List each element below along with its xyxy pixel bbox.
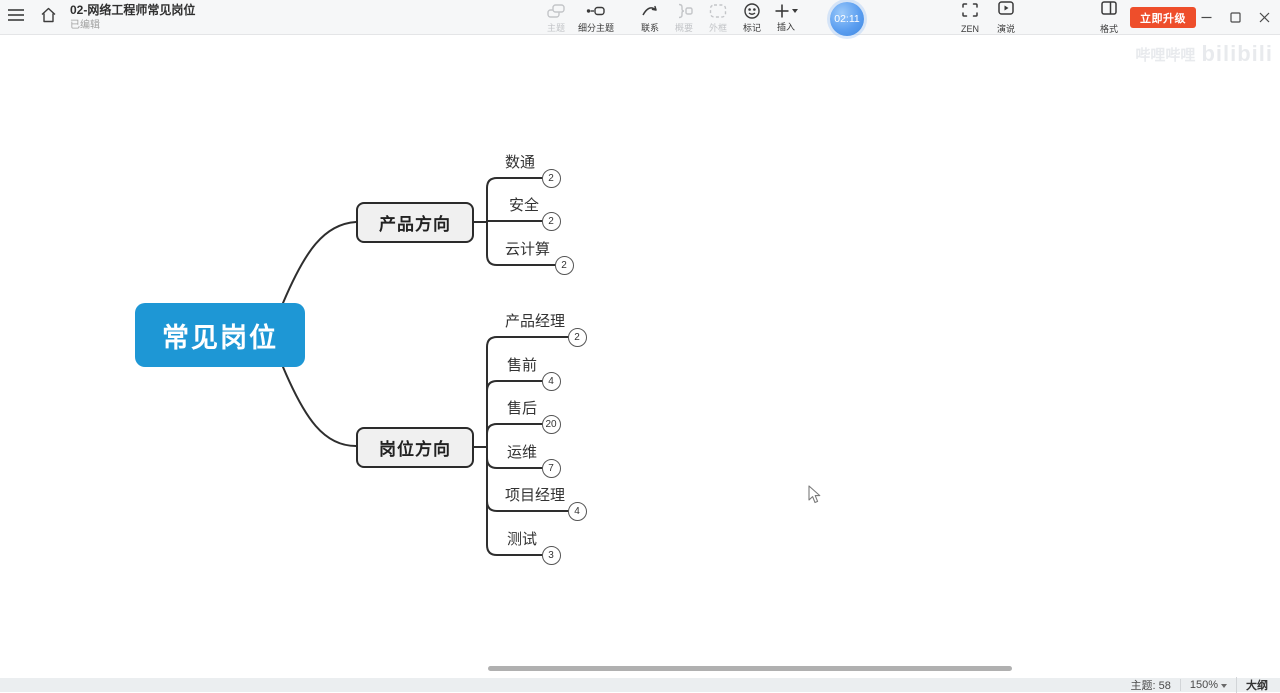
tool-topic[interactable]: 主题	[539, 0, 573, 35]
collapsed-children-badge[interactable]: 3	[541, 545, 561, 565]
collapsed-children-badge[interactable]: 4	[567, 501, 587, 521]
chevron-down-icon	[1221, 683, 1227, 688]
tool-insert[interactable]: 插入	[769, 0, 803, 35]
collapsed-children-badge[interactable]: 20	[541, 414, 561, 434]
zen-fullscreen-icon	[961, 2, 979, 23]
maximize-button[interactable]	[1221, 0, 1250, 35]
recording-timer[interactable]: 02:11	[830, 2, 864, 36]
tool-marker[interactable]: 标记	[735, 0, 769, 35]
tool-relationship[interactable]: 联系	[633, 0, 667, 35]
titlebar: 02-网络工程师常见岗位 已编辑 主题 细分主题 联系 概要	[0, 0, 1280, 35]
hamburger-icon	[7, 8, 25, 27]
mindmap-root-node[interactable]: 常见岗位	[135, 303, 305, 367]
subtopic-icon	[586, 2, 606, 20]
mindmap-canvas[interactable]: 哔哩哔哩 bilibili 常见岗位 产品方向 岗位方向 数通 2 安全 2 云…	[0, 36, 1280, 678]
document-status: 已编辑	[70, 19, 100, 31]
topic-icon	[546, 2, 566, 20]
zoom-control[interactable]: 150%	[1179, 679, 1236, 691]
boundary-icon	[708, 2, 728, 20]
tool-subtopic[interactable]: 细分主题	[573, 0, 619, 35]
horizontal-scrollbar[interactable]	[488, 666, 1012, 671]
mindmap-leaf-node[interactable]: 数通	[505, 154, 536, 171]
collapsed-children-badge[interactable]: 2	[554, 255, 574, 275]
close-button[interactable]	[1250, 0, 1279, 35]
menu-button[interactable]	[0, 0, 32, 35]
summary-icon	[674, 2, 694, 20]
tool-presentation[interactable]: 演说	[988, 0, 1024, 35]
mindmap-leaf-node[interactable]: 云计算	[505, 241, 551, 258]
mindmap-leaf-node[interactable]: 安全	[509, 197, 540, 214]
chevron-down-icon	[792, 9, 798, 13]
relationship-icon	[640, 2, 660, 20]
collapsed-children-badge[interactable]: 2	[541, 168, 561, 188]
plus-icon	[774, 3, 790, 19]
mindmap-leaf-node[interactable]: 测试	[507, 531, 538, 548]
toolbar-tools: 主题 细分主题 联系 概要 外框	[539, 0, 803, 35]
mindmap-branch-node[interactable]: 岗位方向	[356, 427, 474, 468]
mindmap-leaf-node[interactable]: 售前	[507, 357, 538, 374]
document-title: 02-网络工程师常见岗位	[70, 3, 196, 18]
collapsed-children-badge[interactable]: 7	[541, 458, 561, 478]
collapsed-children-badge[interactable]: 2	[541, 211, 561, 231]
statusbar: 主题: 58 150% 大纲	[0, 677, 1280, 693]
play-presentation-icon	[997, 0, 1015, 21]
minimize-button[interactable]	[1192, 0, 1221, 35]
topic-count: 主题: 58	[1130, 680, 1171, 692]
upgrade-button[interactable]: 立即升级	[1130, 7, 1196, 28]
tool-boundary[interactable]: 外框	[701, 0, 735, 35]
format-sidebar-icon	[1100, 0, 1118, 21]
home-icon	[40, 7, 57, 28]
mindmap-leaf-node[interactable]: 产品经理	[505, 313, 566, 330]
marker-smiley-icon	[742, 2, 762, 20]
collapsed-children-badge[interactable]: 2	[567, 327, 587, 347]
home-button[interactable]	[32, 0, 64, 35]
collapsed-children-badge[interactable]: 4	[541, 371, 561, 391]
mindmap-leaf-node[interactable]: 项目经理	[505, 487, 566, 504]
tool-zen-mode[interactable]: ZEN	[952, 0, 988, 35]
outline-toggle[interactable]: 大纲	[1236, 677, 1280, 693]
mindmap-leaf-node[interactable]: 运维	[507, 444, 538, 461]
mindmap-branch-node[interactable]: 产品方向	[356, 202, 474, 243]
tool-summary[interactable]: 概要	[667, 0, 701, 35]
tool-format-panel[interactable]: 格式	[1091, 0, 1127, 35]
mindmap-leaf-node[interactable]: 售后	[507, 400, 538, 417]
